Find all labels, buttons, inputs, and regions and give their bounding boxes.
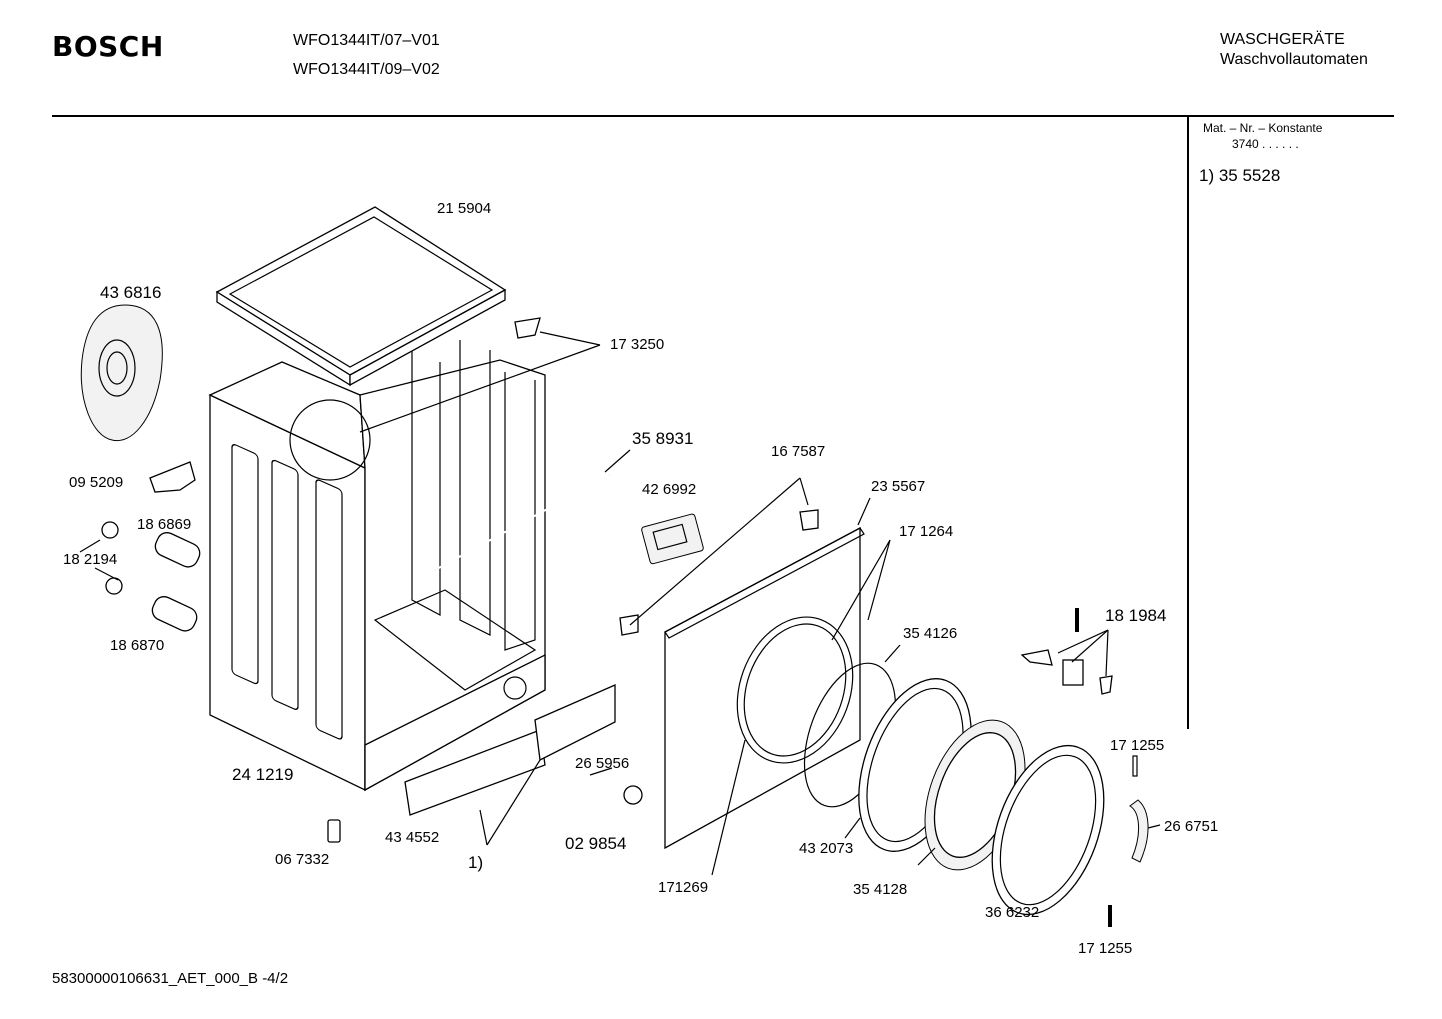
fascia-panels bbox=[327, 684, 643, 843]
document-code: 58300000106631_AET_000_B -4/2 bbox=[52, 970, 289, 987]
part-label: 43 2073 bbox=[799, 840, 854, 857]
part-label: 17 1264 bbox=[899, 523, 954, 540]
part-label: 17 3250 bbox=[610, 336, 665, 353]
model-number-1: WFO1344IT/07–V01 bbox=[293, 32, 440, 49]
worktop bbox=[215, 206, 507, 387]
category-title: WASCHGERÄTE bbox=[1220, 31, 1345, 48]
model-number-2: WFO1344IT/09–V02 bbox=[293, 61, 440, 78]
part-label: 26 6751 bbox=[1164, 818, 1219, 835]
header-divider bbox=[52, 115, 1394, 117]
part-label: 02 9854 bbox=[565, 834, 627, 853]
part-label: 06 7332 bbox=[275, 851, 330, 868]
part-label: 09 5209 bbox=[69, 474, 124, 491]
leader-lines bbox=[79, 331, 1161, 876]
category-subtitle: Waschvollautomaten bbox=[1220, 51, 1368, 68]
part-label: 171269 bbox=[658, 879, 709, 896]
part-label: 35 8931 bbox=[632, 429, 694, 448]
part-label: 17 1255 bbox=[1078, 940, 1133, 957]
part-label: 42 6992 bbox=[642, 481, 697, 498]
part-label: 18 6870 bbox=[110, 637, 165, 654]
part-label: 43 6816 bbox=[100, 283, 162, 302]
part-label: 21 5904 bbox=[437, 200, 492, 217]
cabinet-housing bbox=[208, 340, 546, 792]
part-label: 18 1984 bbox=[1105, 606, 1167, 625]
part-label: 35 4126 bbox=[903, 625, 958, 642]
part-label: 35 4128 bbox=[853, 881, 908, 898]
small-parts-right bbox=[514, 317, 1138, 927]
side-panel-divider bbox=[1187, 117, 1189, 729]
part-label: 1) bbox=[468, 853, 484, 872]
brand-logo: BOSCH bbox=[52, 30, 164, 63]
rear-cover bbox=[80, 304, 163, 442]
part-label: 36 6232 bbox=[985, 904, 1040, 921]
part-label: 18 6869 bbox=[137, 516, 192, 533]
front-panel bbox=[664, 526, 865, 850]
part-label: 18 2194 bbox=[63, 551, 118, 568]
part-label: 23 5567 bbox=[871, 478, 926, 495]
material-constant: 3740 . . . . . . bbox=[1232, 137, 1299, 151]
part-label: 24 1219 bbox=[232, 765, 294, 784]
part-label: 26 5956 bbox=[575, 755, 630, 772]
door-lock bbox=[641, 513, 704, 565]
part-label: 17 1255 bbox=[1110, 737, 1165, 754]
small-parts-left bbox=[101, 461, 201, 632]
footnote-1: 1) 35 5528 bbox=[1199, 166, 1281, 185]
door-assembly bbox=[803, 662, 1149, 916]
material-number-title: Mat. – Nr. – Konstante bbox=[1203, 121, 1323, 135]
part-label: 43 4552 bbox=[385, 829, 440, 846]
part-label: 16 7587 bbox=[771, 443, 826, 460]
